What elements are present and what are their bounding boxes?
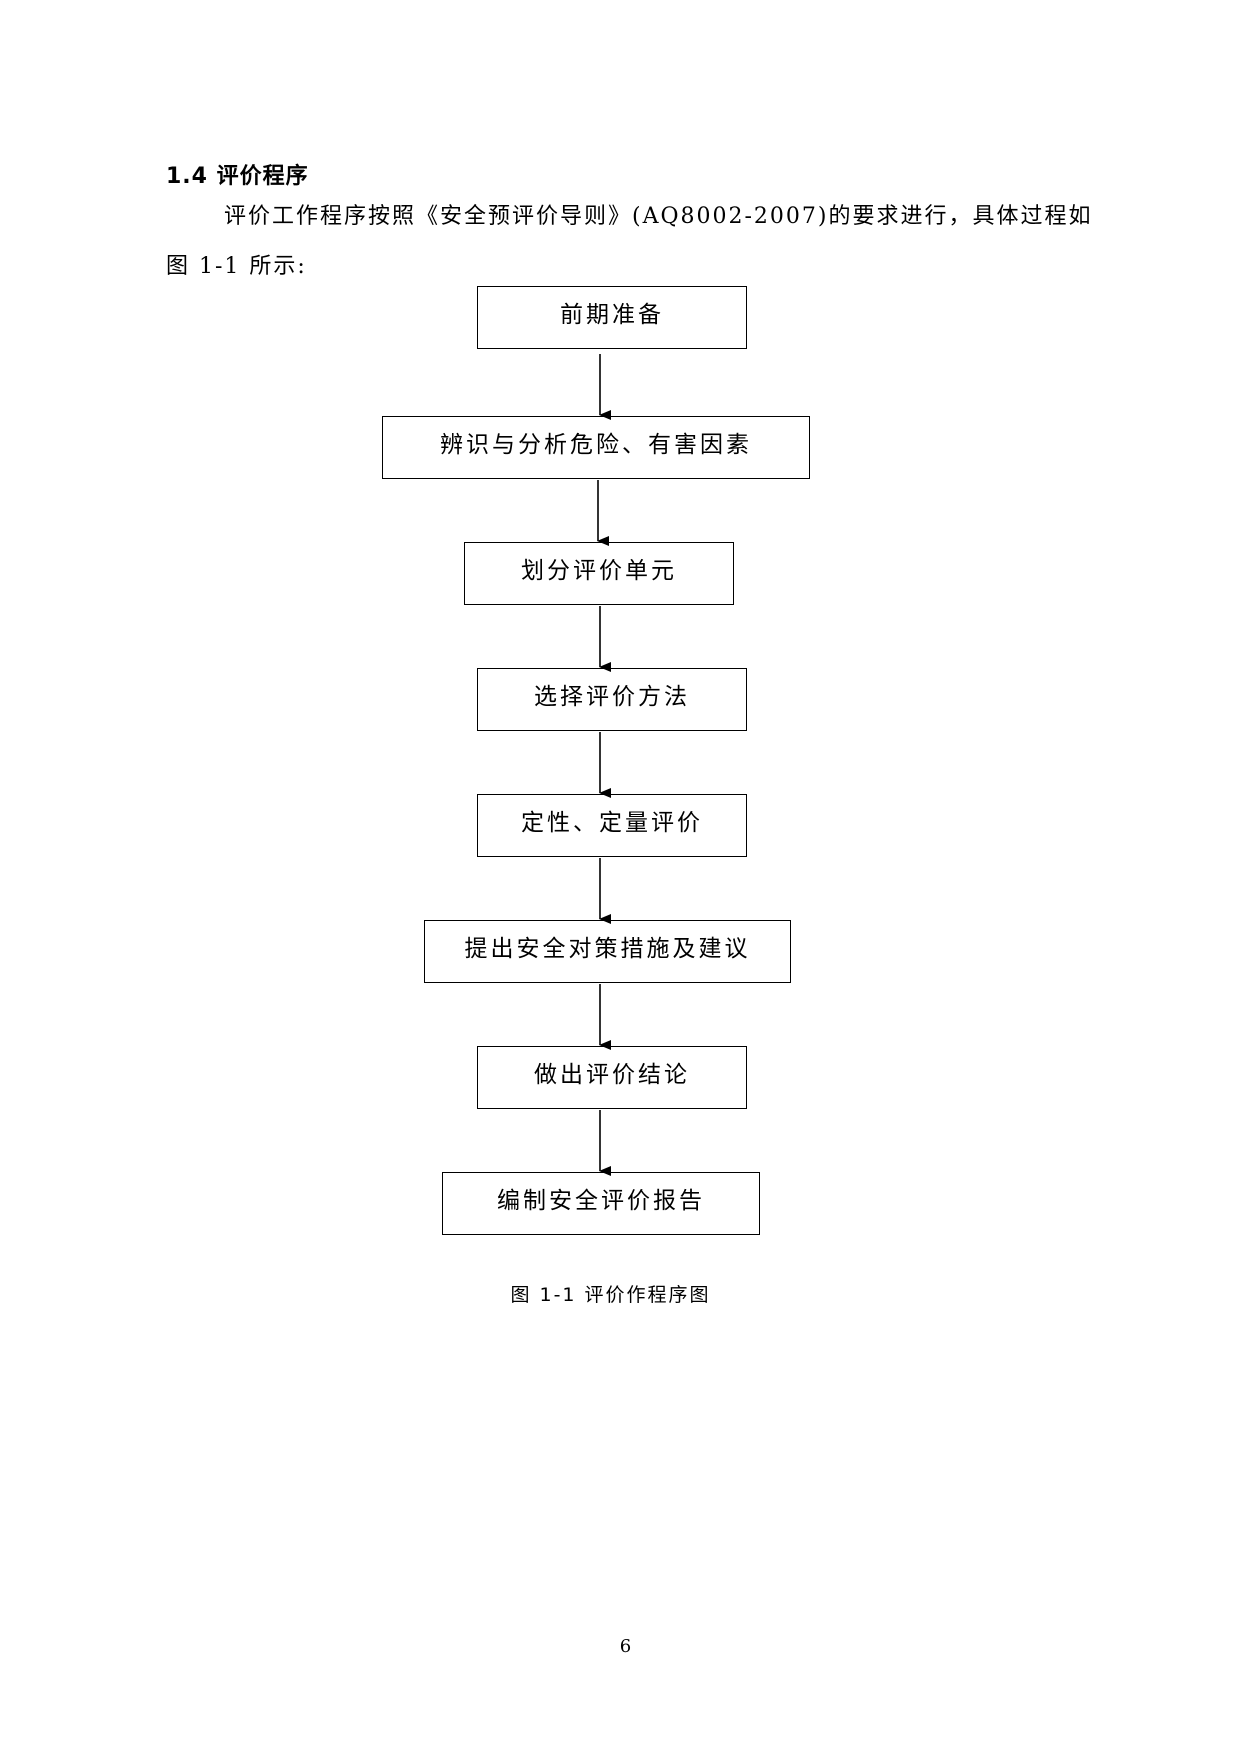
flow-step-prep: 前期准备 (477, 286, 747, 349)
flow-step-evaluation: 定性、定量评价 (477, 794, 747, 857)
flow-step-label: 辨识与分析危险、有害因素 (440, 432, 752, 458)
section-heading: 1.4 评价程序 (166, 164, 309, 189)
flow-step-conclusion: 做出评价结论 (477, 1046, 747, 1109)
flow-step-label: 提出安全对策措施及建议 (464, 936, 751, 962)
figure-caption: 图 1-1 评价作程序图 (510, 1284, 711, 1306)
flow-step-label: 选择评价方法 (534, 684, 690, 710)
flow-step-countermeasures: 提出安全对策措施及建议 (424, 920, 791, 983)
flow-step-label: 定性、定量评价 (521, 810, 703, 836)
page-number: 6 (619, 1636, 632, 1657)
flow-step-divide-units: 划分评价单元 (464, 542, 734, 605)
flow-step-label: 划分评价单元 (521, 558, 677, 584)
flow-step-select-method: 选择评价方法 (477, 668, 747, 731)
flow-step-label: 编制安全评价报告 (497, 1188, 705, 1214)
paragraph-line-2: 图 1-1 所示: (166, 254, 307, 279)
flow-step-label: 做出评价结论 (534, 1062, 690, 1088)
flow-step-label: 前期准备 (560, 302, 664, 328)
flow-step-report: 编制安全评价报告 (442, 1172, 760, 1235)
flow-step-hazard-identification: 辨识与分析危险、有害因素 (382, 416, 810, 479)
paragraph-line-1: 评价工作程序按照《安全预评价导则》(AQ8002-2007)的要求进行，具体过程… (224, 204, 1093, 229)
